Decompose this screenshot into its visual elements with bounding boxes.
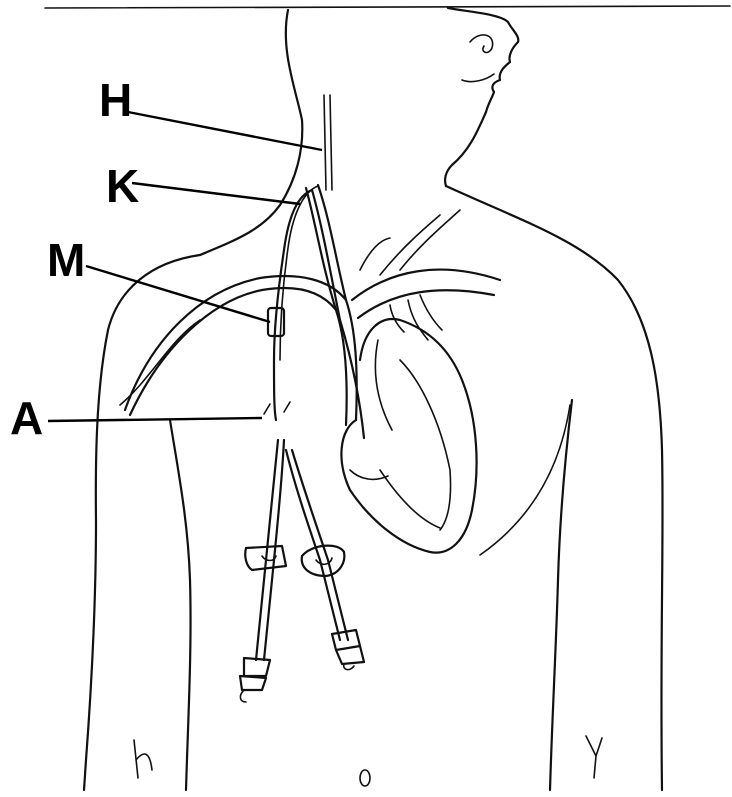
- neck-left: [200, 10, 302, 255]
- vessel-neck-branch-2: [400, 210, 460, 270]
- label-k: K: [106, 163, 139, 209]
- leader-h: [128, 112, 322, 150]
- vessel-neck-branch-3: [360, 238, 390, 270]
- mouth: [462, 74, 494, 82]
- arm-inner-left: [170, 420, 191, 790]
- leader-k: [132, 183, 300, 204]
- arm-inner-right: [550, 400, 572, 790]
- heart-outline: [341, 319, 476, 553]
- label-h: H: [99, 77, 132, 123]
- trachea-left: [324, 95, 326, 190]
- heart-inner-3: [380, 470, 440, 528]
- cap-right: [344, 664, 354, 670]
- ear: [470, 35, 493, 53]
- leader-a: [48, 418, 262, 421]
- heart-inner-6: [420, 295, 442, 330]
- clamp-right-eye: [316, 558, 332, 564]
- vessel-right-upper: [352, 270, 500, 300]
- exit-site-mark: [264, 402, 290, 414]
- hub-right: [332, 630, 364, 664]
- hand-right-mark: [586, 736, 602, 778]
- vessel-right-lower: [358, 290, 494, 318]
- chest-right: [480, 405, 570, 555]
- hand-left-mark: [134, 740, 152, 778]
- vessel-neck-branch: [380, 215, 440, 275]
- label-a: A: [10, 395, 43, 441]
- hub-left: [240, 658, 270, 690]
- top-edge-line: [45, 6, 730, 8]
- trachea-right: [330, 95, 332, 190]
- heart-inner-1: [375, 340, 392, 430]
- navel: [360, 770, 370, 786]
- label-m: M: [47, 237, 85, 283]
- cap-left: [240, 690, 246, 702]
- lumen-right-b: [292, 450, 348, 640]
